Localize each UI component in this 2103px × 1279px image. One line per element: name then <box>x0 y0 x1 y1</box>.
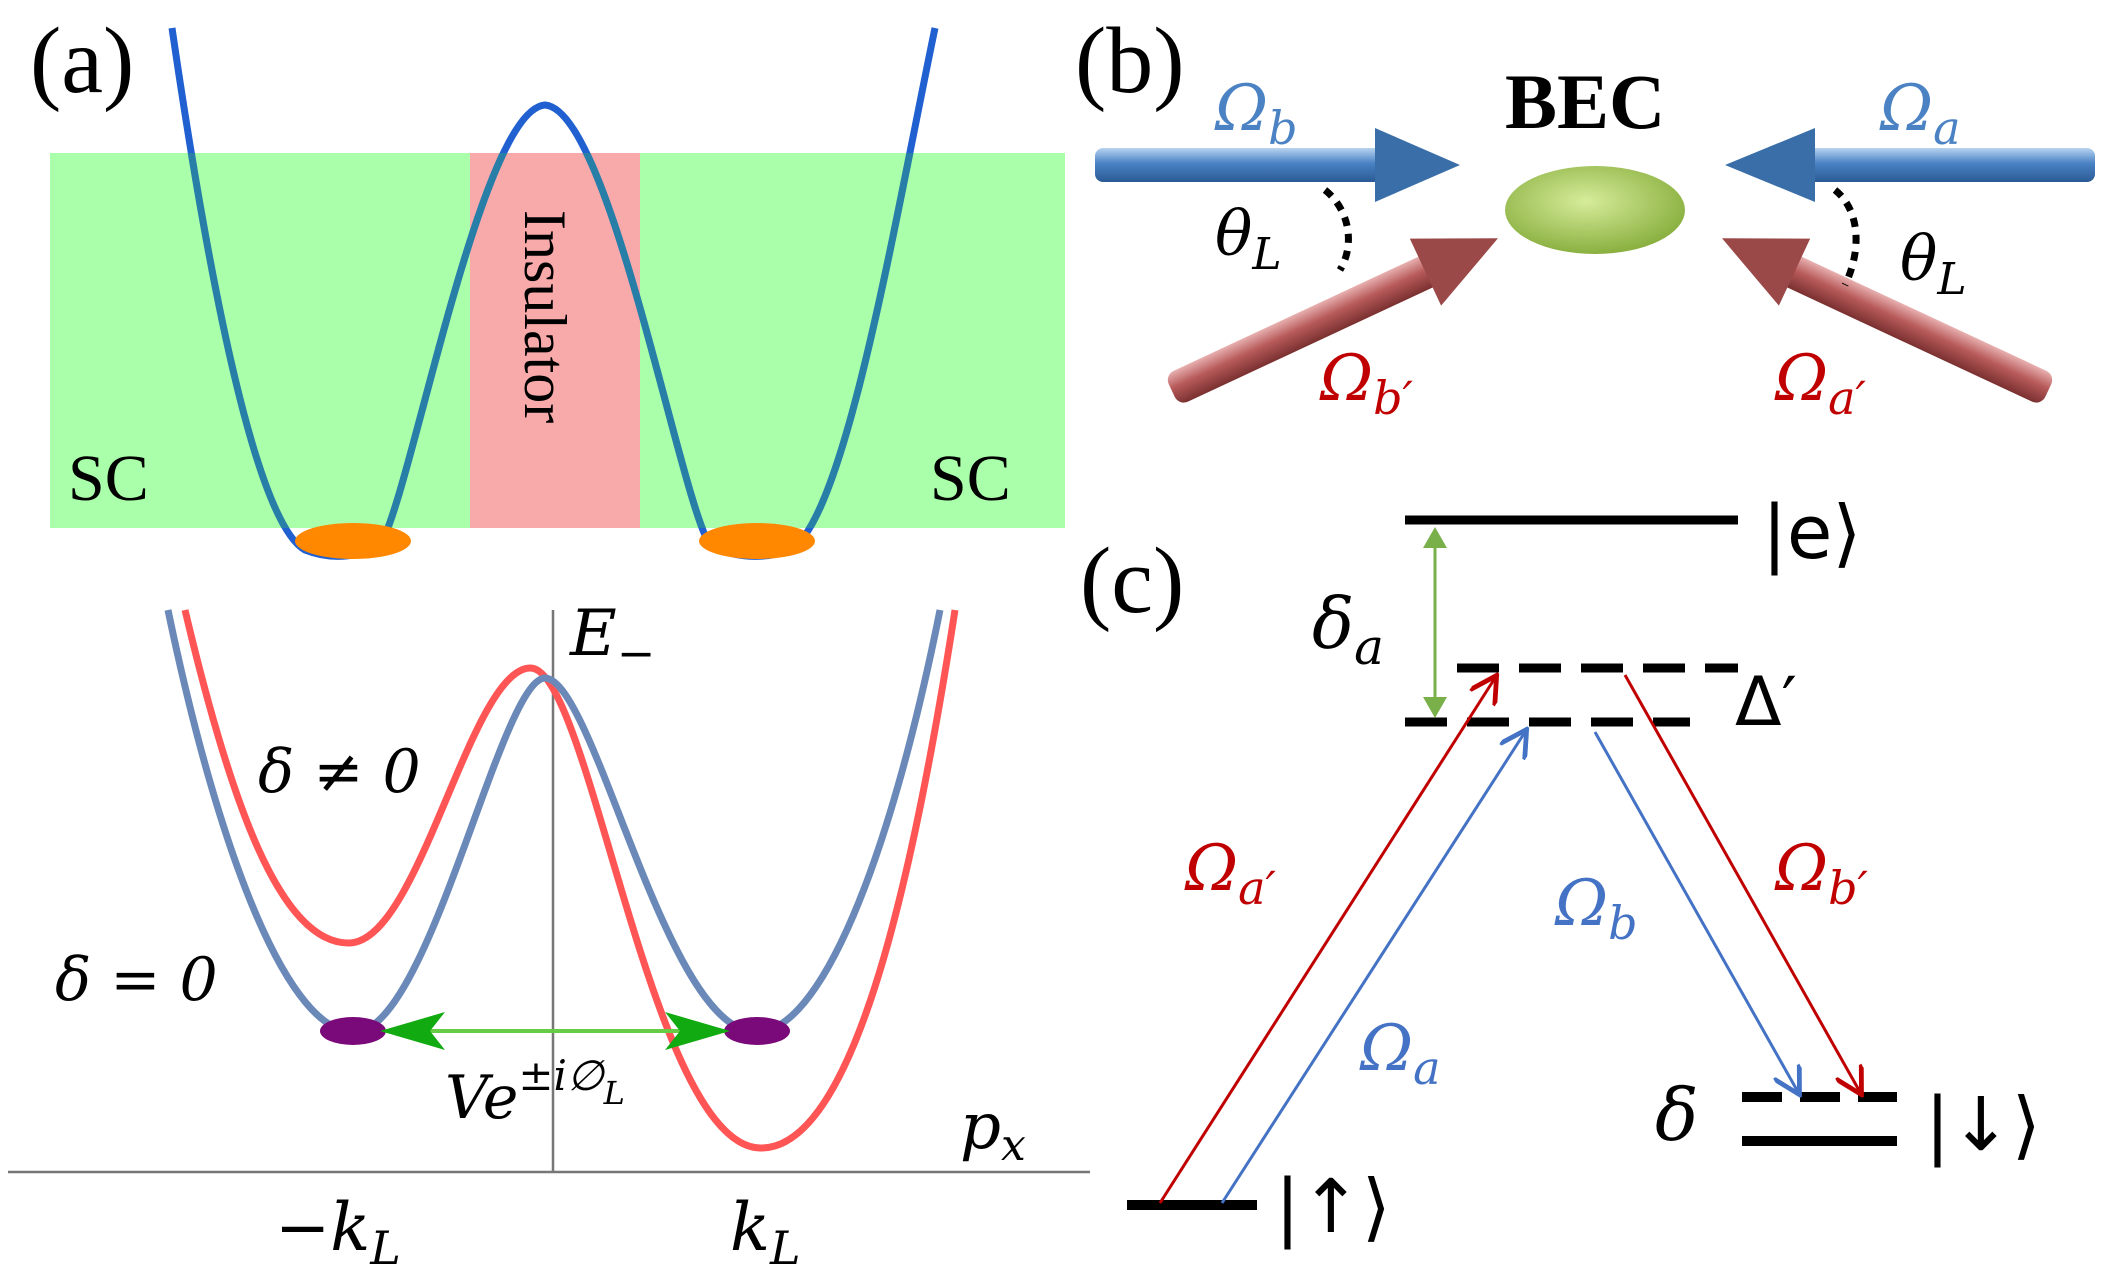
tick-neg-kL: −kL <box>275 1189 401 1275</box>
energy-sub: − <box>617 626 656 680</box>
delta-zero-label: δ = 0 <box>55 945 218 1015</box>
beam-omega-b <box>1095 128 1460 202</box>
tunneling-arrowhead-left <box>380 1012 445 1050</box>
sc-region-right <box>640 153 1065 528</box>
tick-pos-kL: kL <box>730 1189 801 1275</box>
transition-omega-bprime <box>1623 674 1860 1092</box>
theta-left-label: θL <box>1215 197 1282 280</box>
minimum-left-purple <box>320 1017 386 1045</box>
transition-omega-a <box>1220 732 1525 1204</box>
dispersion-curve-overlay <box>187 153 914 528</box>
theta-arc-left <box>1322 187 1352 272</box>
omega-aprime-label: Ωa′ <box>1774 342 1866 425</box>
theta-arc-right <box>1832 187 1860 287</box>
transition-omega-aprime <box>1158 678 1495 1204</box>
minimum-left <box>295 523 411 559</box>
curve-delta-nonzero <box>181 609 959 1152</box>
delta-a-label: δa <box>1312 583 1384 676</box>
energy-label: E− <box>569 597 655 680</box>
delta-nonzero-label: δ ≠ 0 <box>258 737 421 807</box>
omega-a-transition-label: Ωa <box>1359 1012 1441 1095</box>
omega-aprime-transition-label: Ωa′ <box>1184 832 1276 915</box>
axis-label-px: px <box>960 1090 1026 1171</box>
omega-b-transition-label: Ωb <box>1554 867 1638 950</box>
insulator-label: Insulator <box>512 210 578 423</box>
omega-bprime-transition-label: Ωb′ <box>1774 832 1869 915</box>
theta-right-label: θL <box>1900 222 1967 305</box>
beam-omega-aprime <box>1722 238 2053 403</box>
coupling-label: Ve±i∅L <box>445 1051 625 1133</box>
panel-b: (b) BEC Ωb Ωa Ωb′ <box>1075 9 2095 425</box>
panel-c-label: (c) <box>1080 529 1184 633</box>
bec-cloud <box>1505 166 1685 254</box>
level-e-label: |e⟩ <box>1762 490 1861 576</box>
sc-right-label: SC <box>930 442 1011 515</box>
level-down-label: |↓⟩ <box>1925 1082 2041 1168</box>
beam-omega-a <box>1725 128 2095 202</box>
panel-a-label: (a) <box>30 9 134 113</box>
panel-a-top: SC SC Insulator (a) <box>30 9 1065 560</box>
minimum-right <box>699 523 815 559</box>
panel-c: (c) |e⟩ |↑⟩ |↓⟩ Δ′ δa δ Ωa′ Ωa Ωb Ωb′ <box>1080 490 2041 1250</box>
sc-left-label: SC <box>68 442 149 515</box>
beam-omega-bprime <box>1167 238 1498 403</box>
omega-b-label: Ωb <box>1214 72 1298 155</box>
transition-omega-b <box>1593 731 1798 1092</box>
panel-a-bottom: E− δ ≠ 0 δ = 0 Ve±i∅L px −kL kL <box>8 597 1090 1275</box>
tunneling-arrowhead-right <box>665 1012 730 1050</box>
minimum-right-purple <box>724 1017 790 1045</box>
bec-label: BEC <box>1505 58 1665 145</box>
level-up-label: |↑⟩ <box>1275 1164 1391 1250</box>
curve-delta-zero <box>164 609 944 1036</box>
delta-prime-label: Δ′ <box>1735 663 1797 742</box>
omega-bprime-label: Ωb′ <box>1319 342 1414 425</box>
omega-a-label: Ωa <box>1879 72 1961 155</box>
delta-label: δ <box>1655 1073 1698 1157</box>
panel-b-label: (b) <box>1075 9 1185 113</box>
